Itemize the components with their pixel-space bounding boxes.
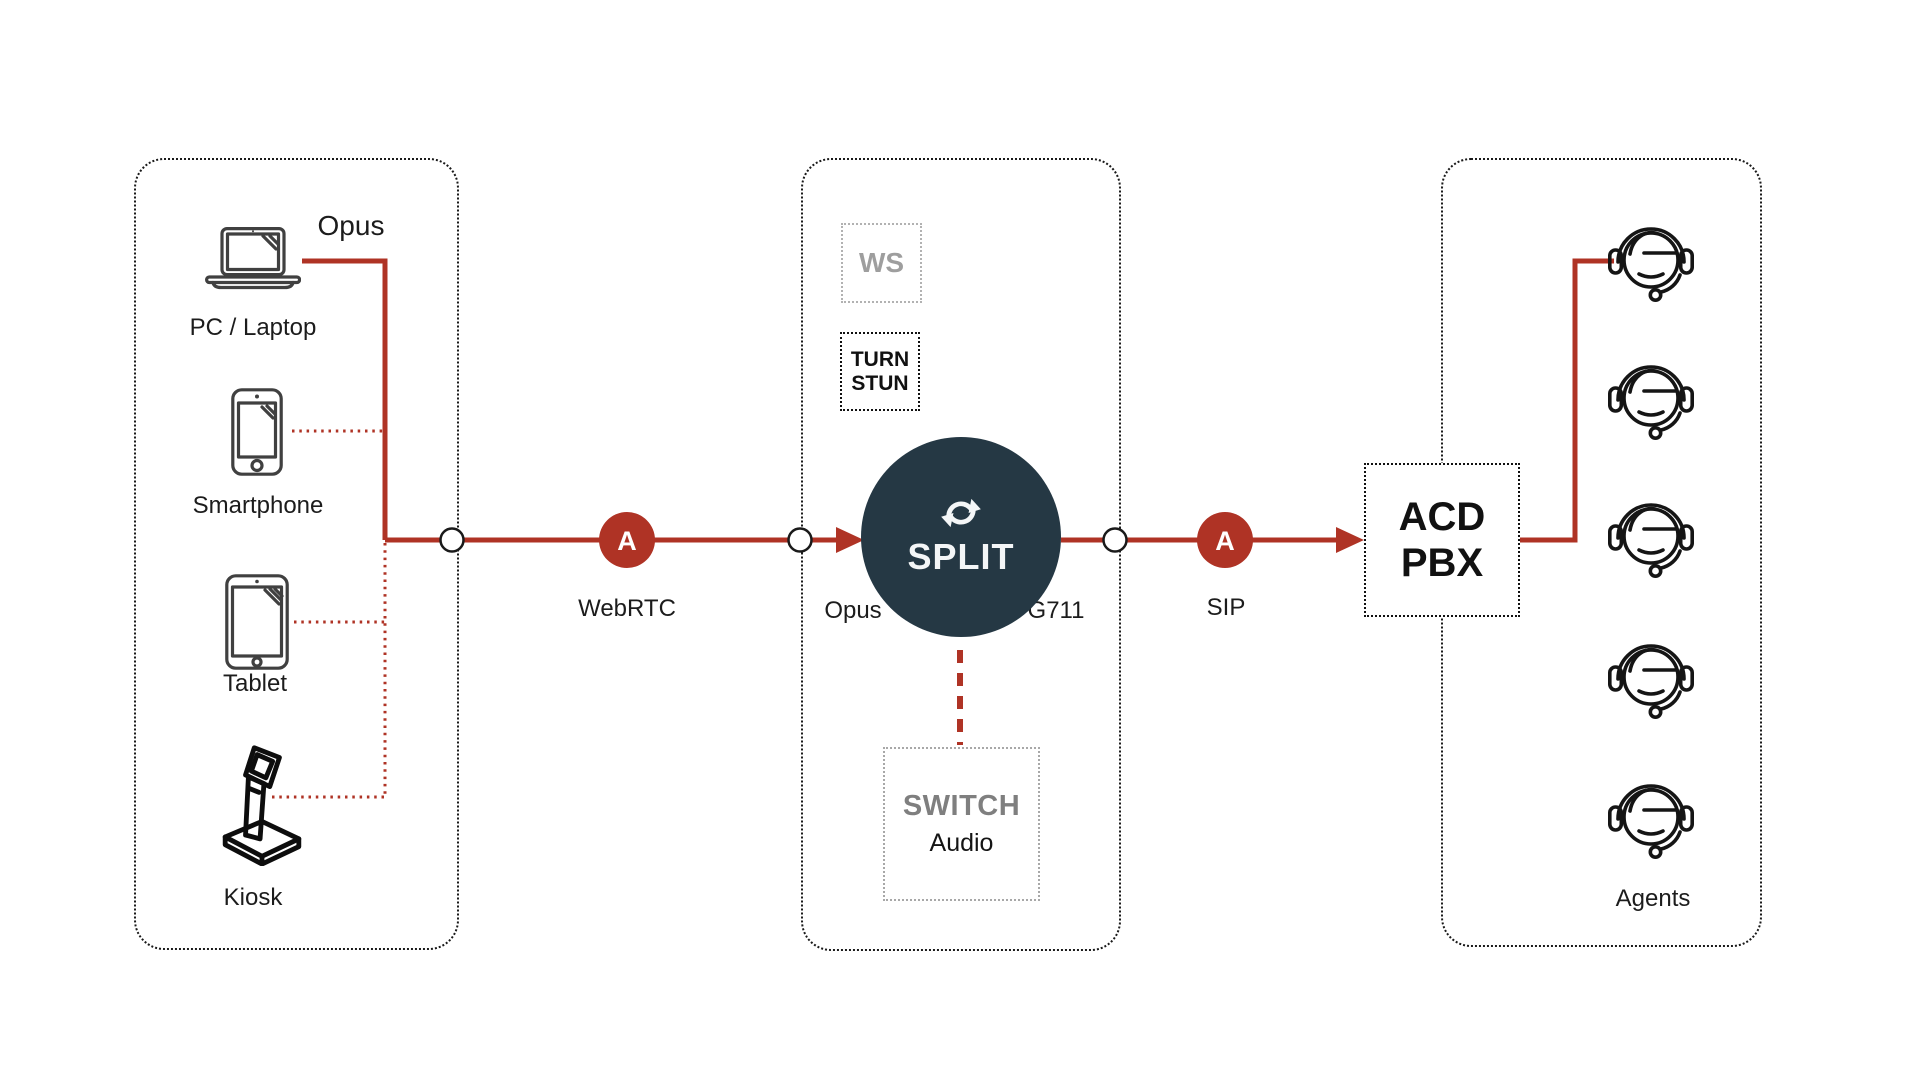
turn-stun-box: TURN STUN	[840, 332, 920, 411]
smartphone-icon	[231, 388, 283, 476]
smartphone-label: Smartphone	[192, 492, 324, 519]
switch-audio-label: Audio	[929, 829, 994, 857]
acd-to-agent-line	[1516, 258, 1614, 543]
arrowhead-into-acd	[1336, 527, 1364, 553]
connector-dot	[439, 527, 465, 553]
headset-agent-icon	[1608, 503, 1694, 579]
opus-edge-label: Opus	[824, 597, 882, 624]
kiosk-icon	[222, 745, 302, 866]
headset-agent-icon	[1608, 784, 1694, 860]
pc-laptop-label: PC / Laptop	[189, 314, 317, 341]
arrowhead-into-split	[836, 527, 864, 553]
kiosk-label: Kiosk	[223, 884, 283, 911]
audio-marker-letter: A	[1215, 526, 1235, 556]
split-label: SPLIT	[907, 536, 1015, 577]
acd-label: ACD	[1398, 495, 1486, 539]
audio-marker-badge: A	[1197, 512, 1253, 568]
sip-edge-label: SIP	[1206, 594, 1246, 621]
ws-label: WS	[858, 247, 905, 278]
tablet-icon	[225, 574, 289, 670]
sync-icon	[941, 498, 981, 528]
clients-group	[134, 158, 459, 950]
audio-marker-badge: A	[599, 512, 655, 568]
opus-client-line	[302, 258, 388, 540]
webrtc-edge-label: WebRTC	[578, 595, 676, 622]
tablet-label: Tablet	[222, 670, 288, 697]
media-gateway-group	[801, 158, 1121, 951]
laptop-icon	[205, 227, 301, 290]
switch-audio-box: SWITCH Audio	[883, 747, 1040, 901]
pbx-label: PBX	[1400, 541, 1484, 585]
audio-marker-letter: A	[617, 526, 637, 556]
connector-dot	[1102, 527, 1128, 553]
turn-label: TURN	[850, 347, 910, 371]
agents-label: Agents	[1615, 885, 1691, 912]
connector-dot	[787, 527, 813, 553]
client-codec-label: Opus	[317, 210, 385, 241]
stun-label: STUN	[851, 371, 909, 395]
ws-box: WS	[841, 223, 922, 303]
headset-agent-icon	[1608, 644, 1694, 720]
headset-agent-icon	[1608, 365, 1694, 441]
switch-label: SWITCH	[902, 790, 1021, 822]
headset-agent-icon	[1608, 227, 1694, 303]
acd-pbx-box: ACD PBX	[1364, 463, 1520, 617]
split-node: SPLIT	[861, 437, 1061, 637]
